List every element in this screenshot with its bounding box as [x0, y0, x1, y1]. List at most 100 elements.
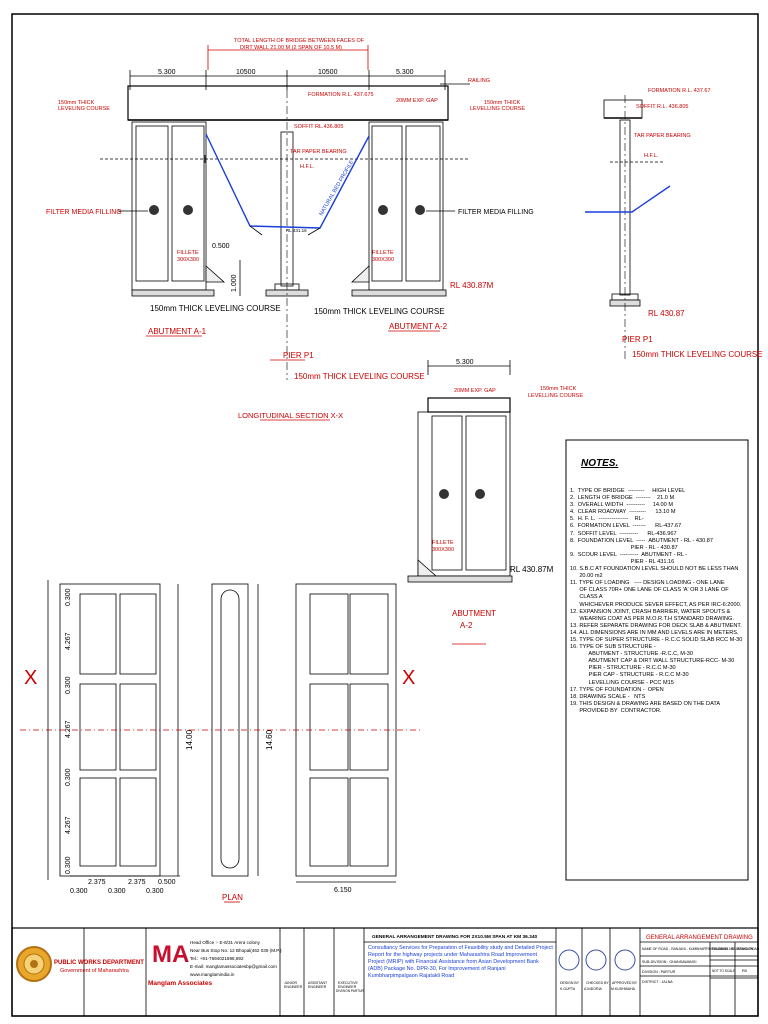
- sig-ae-2: ENGINEER: [308, 985, 327, 989]
- revision: REVISION: [737, 947, 754, 951]
- addr-4: E-mail: manglamassociatesbp@gmail.com: [190, 964, 277, 969]
- plan-vdim-1: 0.300: [65, 588, 72, 606]
- abutment-detail: [407, 360, 513, 645]
- note-item: 8. FOUNDATION LEVEL ----- ABUTMENT - RL …: [570, 537, 713, 544]
- note-item: ABUTMENT - STRUCTURE -R.C.C, M-30: [570, 651, 693, 658]
- label-railing: RAILING: [468, 78, 490, 84]
- note-item: 14. ALL DIMENSIONS ARE IN MM AND LEVELS …: [570, 629, 739, 636]
- label-pier-p1: PIER P1: [283, 351, 314, 360]
- abut-dim: 5.300: [456, 359, 474, 366]
- sig-ee-1: EXECUTIVE: [338, 981, 359, 985]
- note-item: 10. S.B.C AT FOUNDATION LEVEL SHOULD NOT…: [570, 566, 739, 573]
- longitudinal-section: [100, 45, 470, 421]
- abut-fillete-1: FILLETE: [432, 540, 454, 546]
- approved-by-2: M.KUSHWAHA: [611, 987, 636, 991]
- label-filter-right: FILTER MEDIA FILLING: [458, 209, 534, 216]
- checked-by-2: A.INDORIA: [584, 987, 603, 991]
- plan-vdim-7: 0.300: [65, 856, 72, 874]
- label-rl-abutment: RL 430.87M: [450, 281, 494, 290]
- pier-label: PIER P1: [622, 335, 653, 344]
- abut-title-1: ABUTMENT: [452, 609, 496, 618]
- abut-exp-gap: 20MM EXP. GAP: [454, 388, 496, 394]
- note-item: LEVELLING COURSE - PCC M15: [570, 679, 674, 686]
- label-long-section: LONGITUDINAL SECTION X-X: [238, 411, 343, 420]
- plan-vdim-6: 4.267: [65, 816, 72, 834]
- top-note-2: DIRT WALL 21.00 M (2 SPAN OF 10.5 M): [240, 45, 342, 51]
- label-soffit: SOFFIT RL.436.805: [294, 124, 343, 130]
- label-formation: FORMATION R.L. 437.675: [308, 92, 374, 98]
- note-item: 13. REFER SEPARATE DRAWING FOR DECK SLAB…: [570, 622, 742, 629]
- division: DIVISION : PARTUR: [642, 970, 676, 974]
- label-lev-right-1: 150mm THICK: [484, 100, 521, 106]
- note-item: CLASS A: [570, 594, 603, 601]
- sig-je-1: JUNIOR: [284, 981, 298, 985]
- note-item: PROVIDED BY CONTRACTOR.: [570, 707, 662, 714]
- note-item: 6. FORMATION LEVEL ------- RL-437.67: [570, 523, 682, 530]
- sig-je-2: ENGINEER: [284, 985, 303, 989]
- dept-name: PUBLIC WORKS DEPARTMENT: [54, 960, 144, 966]
- pier-formation: FORMATION R.L. 437.67: [648, 88, 711, 94]
- note-item: PIER - STRUCTURE - R.C.C M-30: [570, 665, 676, 672]
- note-item: 16. TYPE OF SUB STRUCTURE -: [570, 644, 656, 651]
- dept-gov: Government of Maharashtra: [60, 968, 130, 974]
- note-item: 20.00 m2: [570, 573, 603, 580]
- plan-total-1460: 14.60: [265, 729, 274, 750]
- sig-ae-1: ASSISTANT: [308, 981, 328, 985]
- scale: NOT TO SCALE: [712, 969, 735, 973]
- dim-span2: 10500: [318, 69, 338, 76]
- note-item: PIER - RL 431.16: [570, 558, 675, 565]
- x-marker-right: X: [402, 667, 415, 689]
- pier-hfl: H.F.L.: [644, 153, 659, 159]
- plan-vdim-2: 4.267: [65, 632, 72, 650]
- note-item: 7. SOFFIT LEVEL ---------- RL-436.967: [570, 530, 677, 537]
- note-item: 1. TYPE OF BRIDGE --------- HIGH LEVEL: [570, 488, 686, 494]
- pier-soffit: SOFFIT R.L. 436.805: [636, 104, 688, 110]
- firm-name: Manglam Associates: [148, 980, 212, 987]
- note-item: 12. EXPANSION JOINT, CRASH BARRIER, WATE…: [570, 608, 731, 615]
- note-item: 3. OVERALL WIDTH ---------- 14.00 M: [570, 502, 673, 509]
- plan-hdim2-3: 0.300: [146, 888, 164, 895]
- design-by-2: K.GUPTA: [560, 987, 576, 991]
- note-item: OF CLASS 70R+ ONE LANE OF CLASS 'A' OR 3…: [570, 587, 729, 594]
- addr-3: Tel.: +91-7694021898,892: [190, 956, 244, 961]
- label-exp-gap: 20MM EXP. GAP: [396, 98, 438, 104]
- abut-lev-1: 150mm THICK: [540, 386, 577, 392]
- label-fillete-right-1: FILLETE: [372, 250, 394, 256]
- plan-hdim-1: 2.375: [88, 879, 106, 886]
- dim-left: 5.300: [158, 69, 176, 76]
- dim-span1: 10500: [236, 69, 256, 76]
- sig-ee-2: ENGINEER: [338, 985, 357, 989]
- abut-fillete-2: 300X300: [432, 547, 454, 553]
- revision-value: R0: [742, 968, 748, 973]
- label-fillete-right-2: 300X300: [372, 257, 394, 263]
- label-abutment-a1: ABUTMENT A-1: [148, 327, 207, 336]
- note-item: 11. TYPE OF LOADING ---- DESIGN LOADING …: [570, 580, 725, 587]
- plan-vdim-5: 0.300: [65, 768, 72, 786]
- plan-title: PLAN: [222, 893, 243, 902]
- sig-ee-3: DIVISION PARTUR: [336, 989, 364, 993]
- plan-total-14: 14.00: [185, 729, 194, 750]
- label-fillete-left-2: 300X300: [177, 257, 199, 263]
- project-description: Consultancy Services for Preparation of …: [368, 945, 553, 979]
- plan-hdim2-1: 0.300: [70, 888, 88, 895]
- note-item: 17. TYPE OF FOUNDATION - OPEN: [570, 686, 664, 693]
- plan-view: [20, 580, 420, 903]
- dim-right: 5.300: [396, 69, 414, 76]
- addr-1: Head Office :- E-8/31 Arera colony: [190, 940, 261, 945]
- dim-1000: 1.000: [231, 274, 238, 292]
- label-hfl: H.F.L.: [300, 164, 315, 170]
- drawing-title: GENERAL ARRANGEMENT DRAWING FOR 2X10.5M …: [372, 934, 537, 940]
- x-marker-left: X: [24, 667, 37, 689]
- pier-tar: TAR PAPER BEARING: [634, 133, 691, 139]
- plan-hdim-2: 2.375: [128, 879, 146, 886]
- note-item: WHICHEVER PRODUCE SEVER EFFECT, AS PER I…: [570, 601, 742, 608]
- approved-by-1: APPROVED BY: [612, 981, 638, 985]
- top-note-1: TOTAL LENGTH OF BRIDGE BETWEEN FACES OF: [234, 38, 365, 44]
- label-natural-bed: NATURAL BED PROFILE: [319, 159, 356, 217]
- addr-5: www.manglamindia.in: [190, 972, 235, 977]
- label-lev-course-pier: 150mm THICK LEVELING COURSE: [294, 372, 425, 381]
- label-lev-right-2: LEVELLING COURSE: [470, 106, 525, 112]
- label-tar-paper: TAR PAPER BEARING: [290, 149, 347, 155]
